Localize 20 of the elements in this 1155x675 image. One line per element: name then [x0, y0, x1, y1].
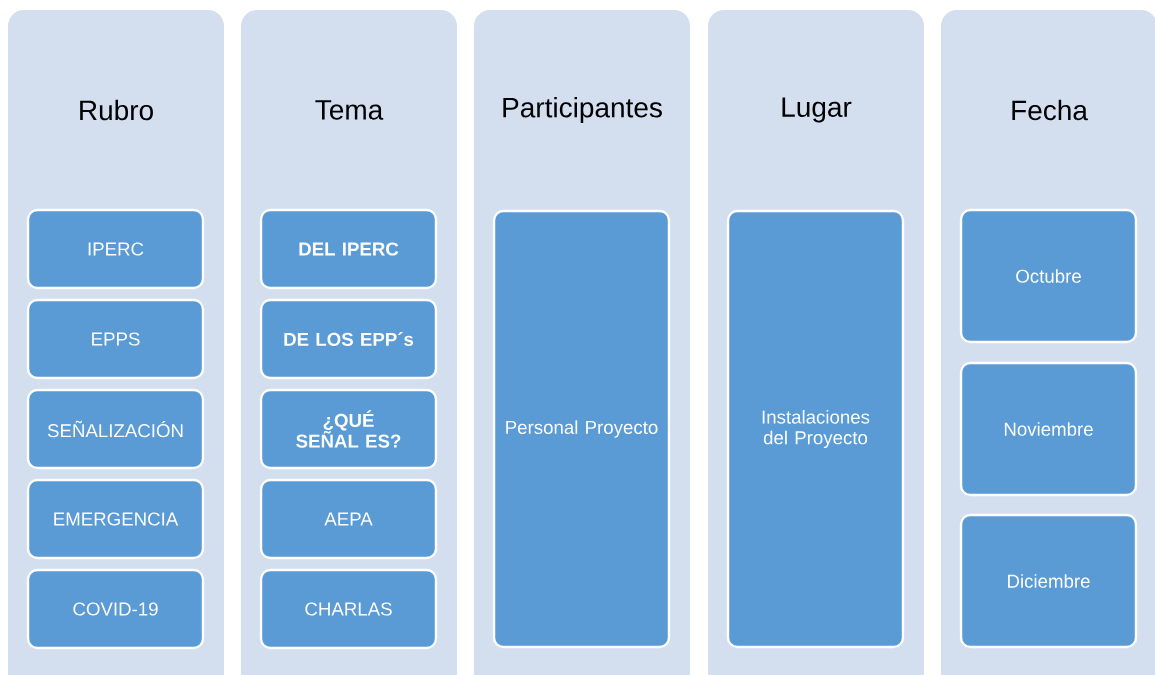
item-box: SEÑALIZACIÓN [26, 388, 205, 470]
column-heading: Lugar [782, 97, 852, 123]
column-heading: Tema [315, 100, 384, 120]
item-box: Noviembre [959, 361, 1138, 497]
item-box: Instalaciones del Proyecto [726, 209, 905, 649]
item-box: EMERGENCIA [26, 478, 205, 560]
item-box: IPERC [26, 208, 205, 290]
item-box: CHARLAS [259, 568, 438, 650]
column-heading: Rubro [80, 99, 153, 121]
item-box: Diciembre [959, 513, 1138, 649]
item-box: Personal Proyecto [492, 209, 671, 649]
column-heading: Fecha [1012, 99, 1088, 121]
item-box: EPPS [26, 298, 205, 380]
item-box: COVID-19 [26, 568, 205, 650]
item-box: AEPA [259, 478, 438, 560]
item-box: Octubre [959, 208, 1138, 344]
item-box: DE LOS EPP´s [259, 298, 438, 380]
item-box: DEL IPERC [259, 208, 438, 290]
column-heading: Participantes [503, 96, 662, 124]
item-box: ¿QUÉ SEÑAL ES? [259, 388, 438, 470]
